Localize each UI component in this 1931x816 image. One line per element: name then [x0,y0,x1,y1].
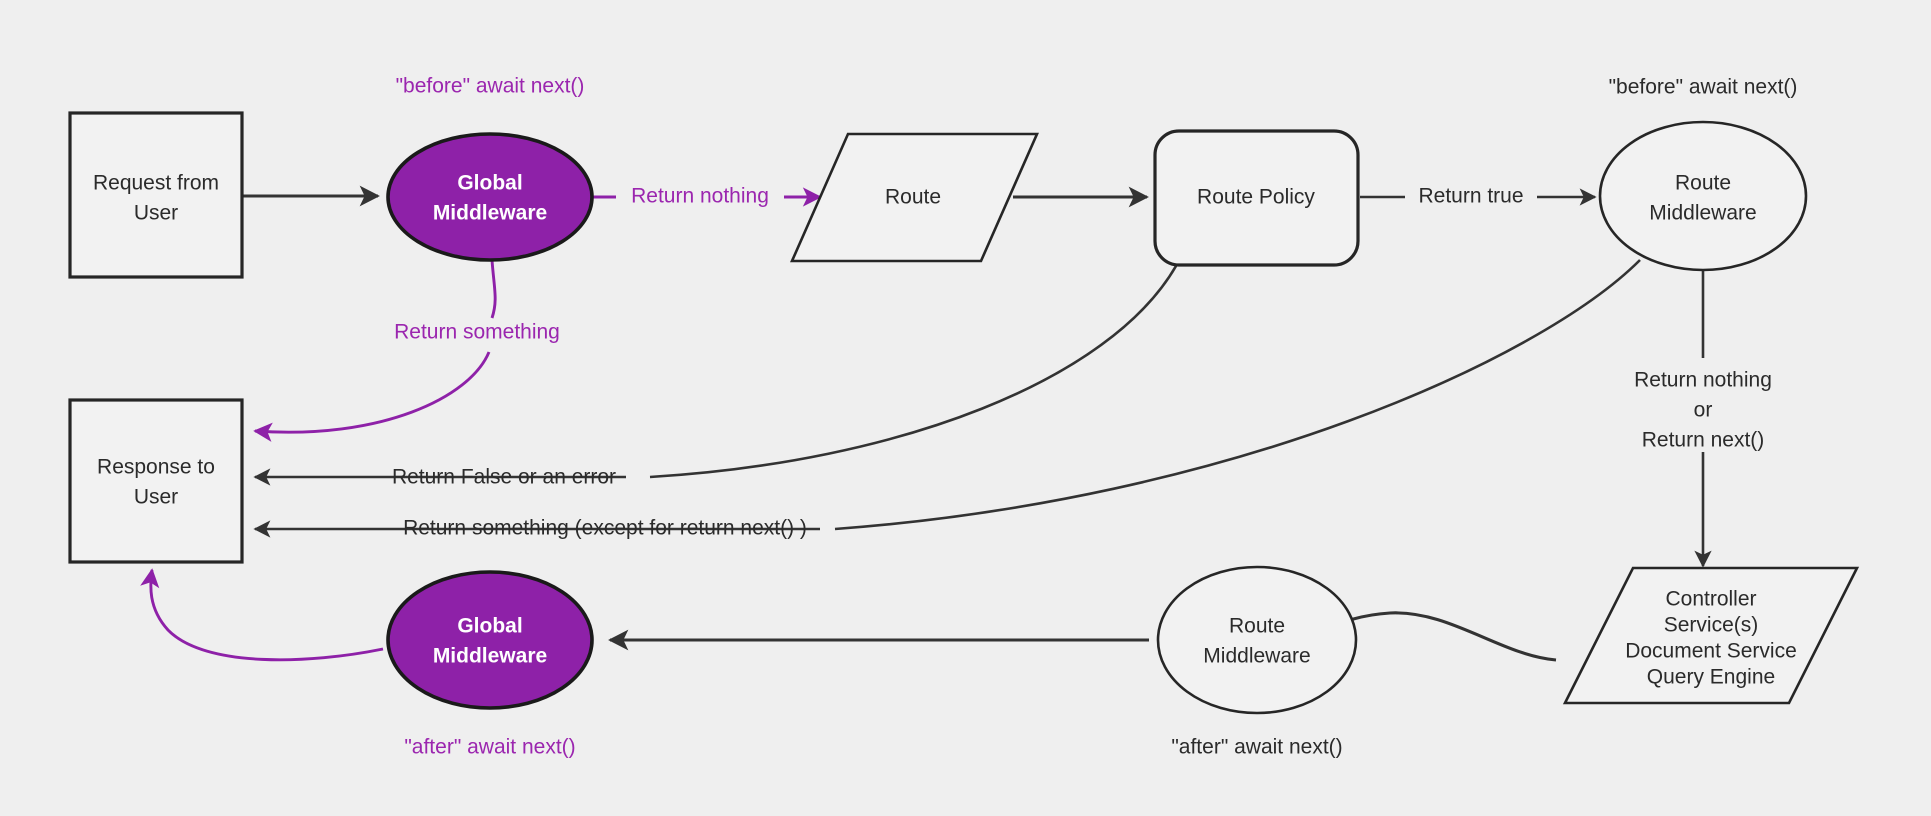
annotation-after-await-next-route: "after" await next() [1171,736,1342,759]
node-route-policy[interactable]: Route Policy [1153,129,1360,267]
node-global-middleware-before[interactable]: Global Middleware [386,132,594,262]
edge-label-return-false-or-error: Return False or an error [392,466,616,489]
edge-label-return-nothing-or-next-line1: Return nothing [1634,369,1772,392]
response-to-user-label-line1: Response to [97,456,215,479]
controller-stack-label-line2: Service(s) [1664,614,1759,637]
edge-global-middleware-return-something-stub [490,259,497,319]
annotation-before-await-next-global: "before" await next() [396,75,585,98]
controller-stack-label-line4: Query Engine [1647,666,1775,689]
global-middleware-before-shape [386,132,594,262]
route-policy-label: Route Policy [1197,186,1315,209]
route-middleware-before-shape [1598,120,1808,272]
node-route[interactable]: Route [790,132,1039,263]
route-middleware-after-label-line2: Middleware [1203,645,1310,668]
response-to-user-label-line2: User [134,486,178,509]
route-middleware-before-label-line2: Middleware [1649,202,1756,225]
edge-label-return-nothing-or-next-line2: or [1694,399,1713,422]
request-from-user-label-line2: User [134,202,178,225]
request-from-user-label-line1: Request from [93,172,219,195]
global-middleware-after-label-line2: Middleware [433,645,547,668]
global-middleware-after-shape [386,570,594,710]
response-to-user-shape [68,398,244,564]
route-middleware-after-label-line1: Route [1229,615,1285,638]
controller-stack-label-line3: Document Service [1625,640,1797,663]
route-shape [790,132,1039,263]
route-middleware-before-label-line1: Route [1675,172,1731,195]
edge-label-return-true: Return true [1418,185,1523,208]
annotation-after-await-next-global: "after" await next() [404,736,575,759]
edge-label-return-nothing: Return nothing [631,185,769,208]
edge-label-return-something: Return something [394,321,560,344]
route-policy-shape [1153,129,1360,267]
edge-global-middleware-after-to-response [140,568,384,662]
edge-route-middleware-to-response-curve [834,259,1641,531]
global-middleware-after-label-line1: Global [457,615,522,638]
node-route-middleware-before[interactable]: Route Middleware [1598,120,1808,272]
global-middleware-before-label-line1: Global [457,172,522,195]
node-controller-stack[interactable]: Controller Service(s) Document Service Q… [1562,566,1860,705]
controller-stack-label-line1: Controller [1665,588,1756,611]
node-request-from-user[interactable]: Request from User [68,111,244,279]
edge-route-policy-to-response-curve [649,265,1178,479]
route-label: Route [885,186,941,209]
edge-global-middleware-to-response-return-something [253,351,491,442]
route-middleware-after-shape [1156,565,1358,715]
annotation-before-await-next-route: "before" await next() [1609,76,1798,99]
node-response-to-user[interactable]: Response to User [68,398,244,564]
global-middleware-before-label-line2: Middleware [433,202,547,225]
node-route-middleware-after[interactable]: Route Middleware [1156,565,1358,715]
edge-label-return-nothing-or-next-line3: Return next() [1642,429,1765,452]
node-global-middleware-after[interactable]: Global Middleware [386,570,594,710]
edge-label-return-something-except-next: Return something (except for return next… [403,517,807,540]
controller-stack-shape [1562,566,1860,705]
request-from-user-shape [68,111,244,279]
